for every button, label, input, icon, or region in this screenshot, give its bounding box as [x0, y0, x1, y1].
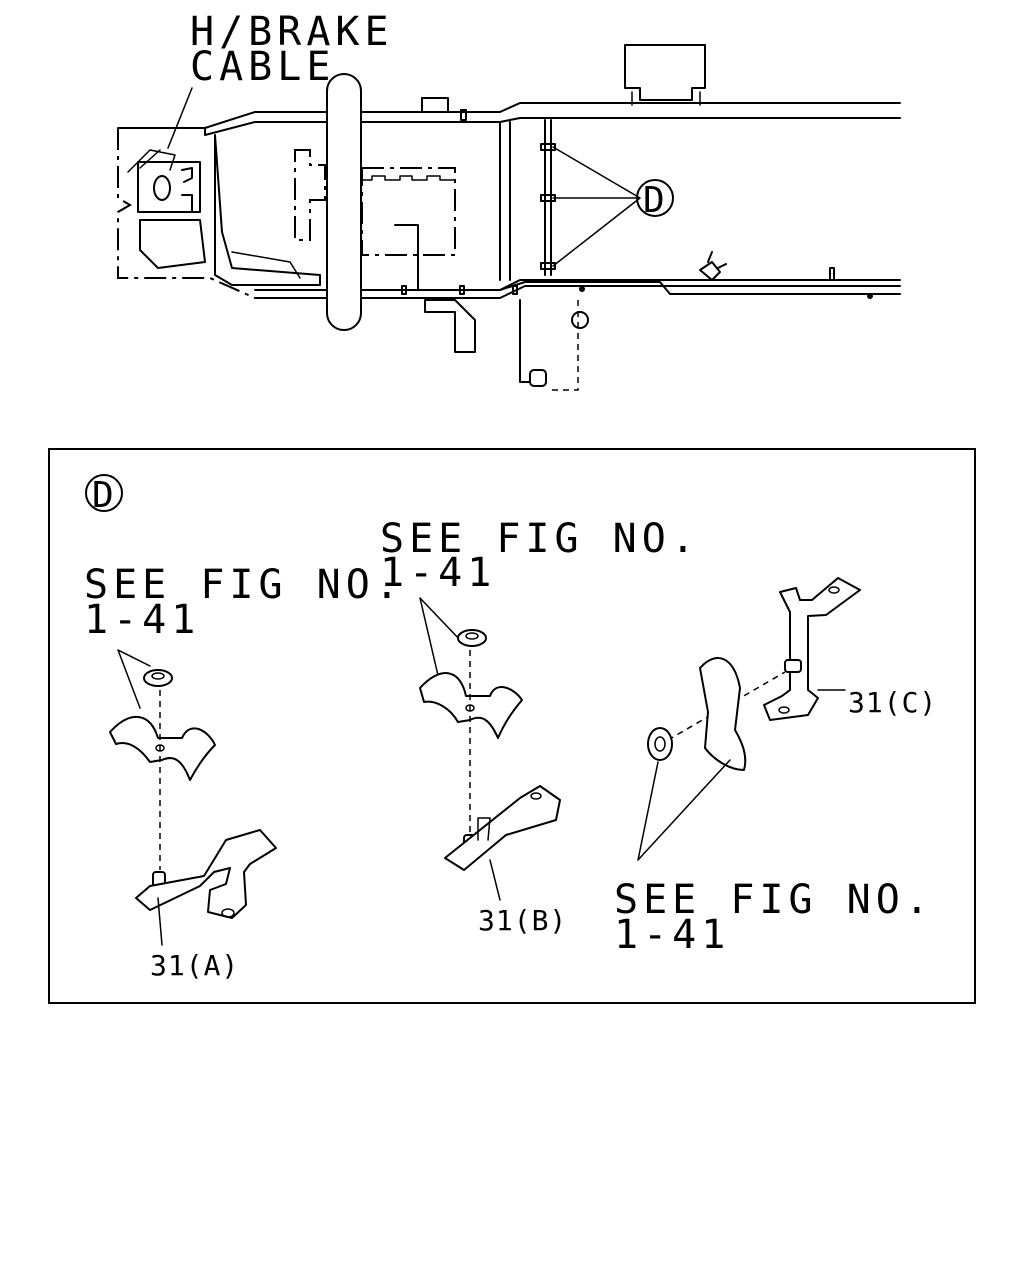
crossmember-mid: [499, 121, 511, 281]
rear-clip: [181, 167, 193, 213]
trans-mount: [394, 224, 419, 291]
part-b-leader: [489, 859, 501, 901]
top-clip: [460, 109, 467, 121]
part-a-label: 31(A): [150, 949, 239, 982]
bracket-b: [444, 785, 561, 871]
ref-c-line1: SEE FIG NO.: [614, 877, 934, 923]
transmission-ribs: [361, 175, 456, 181]
cable-clip-2: [459, 285, 465, 295]
detail-d-contents: D SEE FIG NO. 1-41 31(A) SEE FIG NO. 1-4…: [84, 474, 937, 982]
grommet-b: [457, 629, 487, 647]
fuel-tank-straps: [631, 91, 701, 106]
clip-d1: [540, 143, 556, 151]
crossmember-detail: [231, 251, 301, 279]
front-fitting-1: [699, 251, 727, 281]
hbrake-label-line1: H/BRAKE: [190, 9, 394, 55]
bracket-b-tab: [477, 817, 491, 841]
rear-tire: [326, 73, 362, 331]
clip-d3: [540, 262, 556, 270]
front-fitting-2: [825, 267, 835, 281]
transmission-outline: [361, 167, 456, 256]
transfer-case: [294, 149, 326, 241]
part-a-leader: [157, 897, 163, 946]
lower-bracket-left: [519, 299, 531, 383]
lower-bracket-right: [550, 300, 579, 391]
ref-b-line1: SEE FIG NO.: [380, 516, 700, 562]
fuel-tank: [624, 44, 706, 101]
detail-panel-letter: D: [92, 475, 114, 516]
lower-fitting: [529, 369, 547, 387]
grommet-a-hole: [151, 672, 165, 680]
rear-bracket: [139, 219, 206, 269]
cable-joint-right: [867, 293, 873, 299]
ref-b-leaders: [419, 597, 463, 685]
stud-c: [784, 659, 802, 673]
detail-d-leaders: [552, 146, 641, 267]
grommet-b-hole: [465, 632, 479, 640]
hbrake-cable-end: [127, 149, 176, 173]
clip-c: [699, 657, 747, 771]
bracket-c-hole-top: [828, 586, 840, 594]
bracket-a-hole: [221, 908, 235, 918]
ref-c-line2: 1-41: [614, 912, 730, 958]
part-c-label: 31(C): [848, 686, 937, 719]
hbrake-cable-line: [384, 281, 901, 295]
ref-c-leaders: [637, 759, 731, 861]
grommet-a: [143, 669, 173, 687]
ref-a-line2: 1-41: [84, 597, 200, 643]
part-b-label: 31(B): [478, 904, 567, 937]
bracket-b-hole: [530, 792, 542, 800]
frame-top-rail-inner: [204, 117, 901, 136]
frame-top-rail-outer: [117, 102, 901, 129]
clip-a: [109, 715, 216, 781]
top-bracket: [421, 97, 449, 113]
rear-wheel-hub: [153, 175, 171, 201]
detail-d-marker: [636, 179, 674, 217]
detail-d-panel: [48, 448, 976, 1004]
ref-a-line1: SEE FIG NO.: [84, 562, 404, 608]
bracket-c: [763, 577, 861, 721]
grommet-c-hole: [654, 736, 666, 752]
detail-panel-marker: [85, 474, 123, 512]
frame-bottom-rail-inner: [254, 279, 901, 291]
hbrake-leader-line: [167, 87, 193, 149]
bracket-a: [135, 829, 277, 919]
bracket-c-hole-bottom: [778, 706, 790, 714]
lower-valve: [571, 311, 589, 329]
cable-clip-3: [512, 285, 518, 295]
rear-diff-housing: [137, 161, 201, 213]
rear-end-outline: [117, 128, 256, 299]
cable-joint: [579, 286, 585, 292]
hbrake-label-line2: CABLE: [190, 44, 335, 90]
crossmember-left: [214, 134, 321, 286]
ref-b-line2: 1-41: [380, 550, 496, 596]
exhaust-bracket: [424, 299, 476, 353]
ref-a-leaders: [117, 649, 151, 709]
brake-pipe-vertical: [544, 119, 552, 276]
chassis-overview: H/BRAKE CABLE: [117, 9, 901, 391]
cable-clip-1: [401, 285, 407, 295]
grommet-c: [647, 727, 673, 761]
detail-d-letter: D: [643, 180, 665, 221]
